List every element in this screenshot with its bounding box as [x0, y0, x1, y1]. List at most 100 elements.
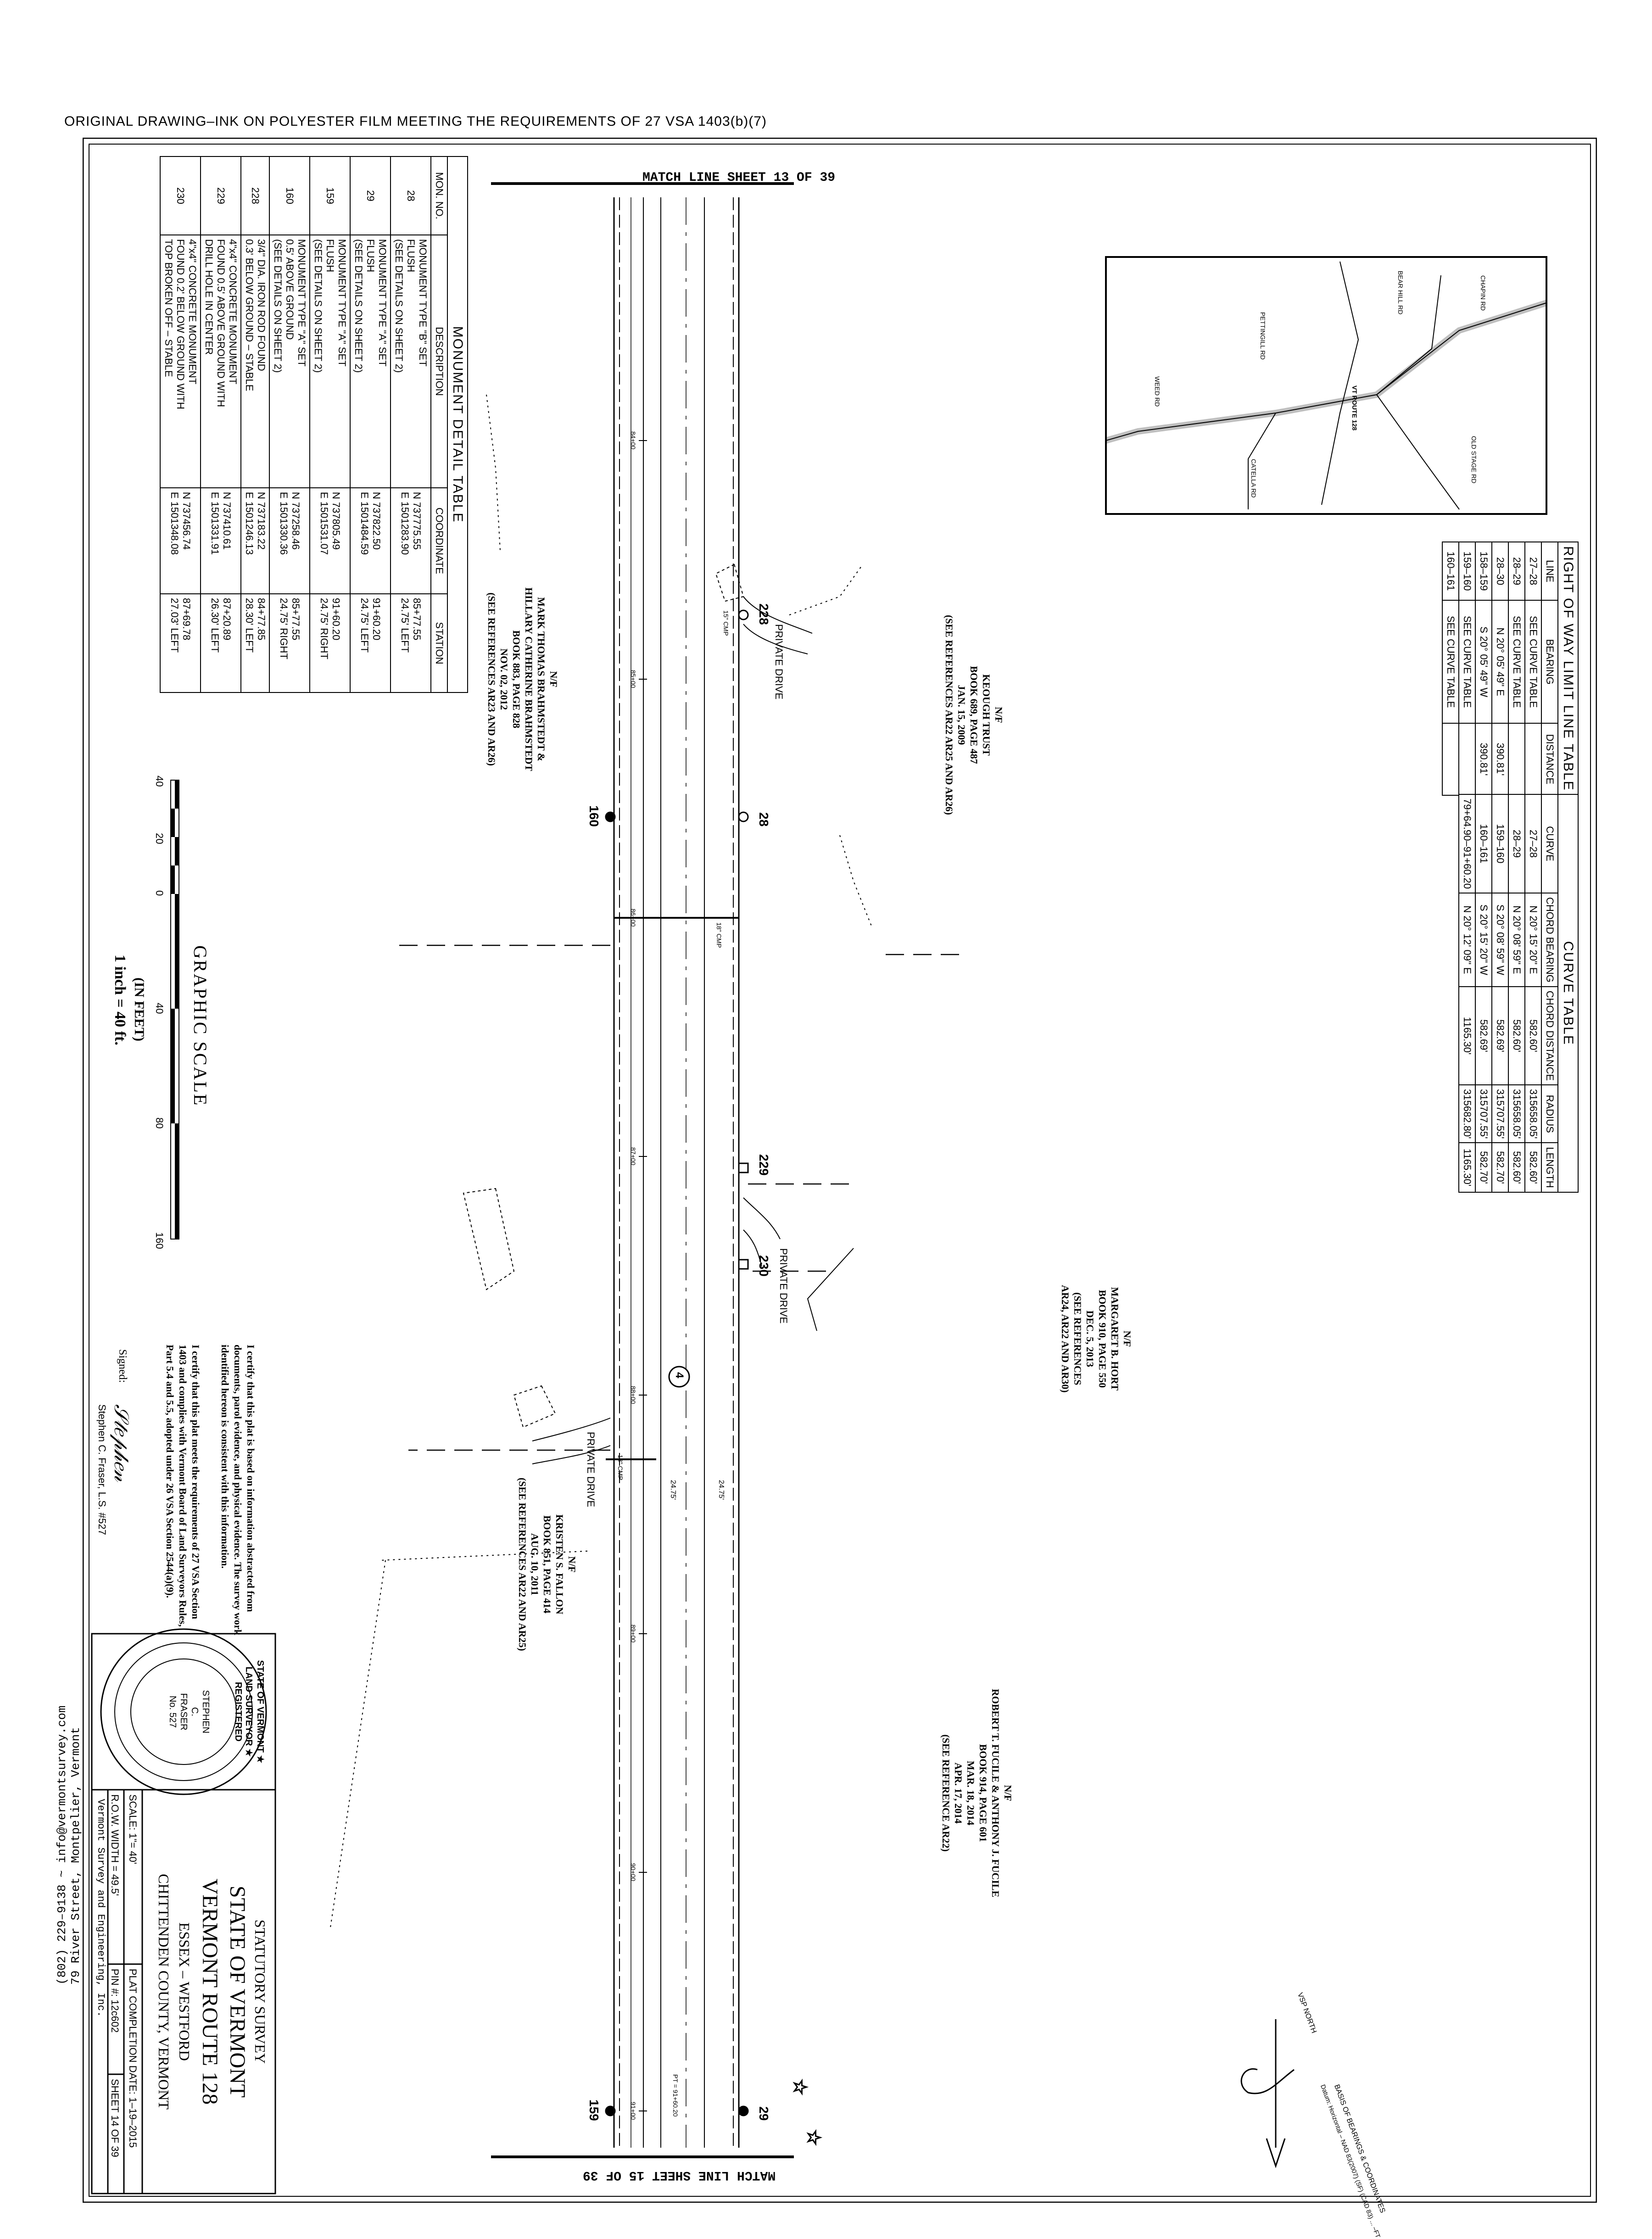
road-corridor: [613, 197, 740, 2148]
right-of-way-table: RIGHT OF WAY LIMIT LINE TABLE LINE BEARI…: [1442, 542, 1579, 796]
scale-ratio: 1 inch = 40 ft.: [112, 955, 128, 1045]
location-map-frame: [1105, 256, 1547, 515]
station-label: 87+00: [630, 1147, 637, 1166]
route-shield: [668, 1366, 690, 1388]
title-statutory-survey: STATUTORY SURVEY: [252, 1919, 268, 2064]
monuments: [605, 609, 749, 2116]
signature-icon: 𝒮𝓉𝑒𝓅𝒽𝑒𝓃: [110, 1404, 133, 1482]
title-county: CHITTENDEN COUNTY, VERMONT: [156, 1874, 172, 2110]
inner-border: [89, 144, 1591, 2197]
culvert-label: 18" CMP: [715, 922, 723, 948]
graphic-scale-title: GRAPHIC SCALE: [190, 945, 211, 1107]
station-label: 90+00: [630, 1863, 637, 1882]
map-route-label: VT ROUTE 128: [1351, 385, 1358, 431]
monument-230-label: 230: [757, 1255, 771, 1277]
culverts: [606, 917, 739, 1460]
buildings: [463, 564, 744, 1428]
title-scale: SCALE: 1"= 40': [127, 1794, 139, 1865]
boundary-lines: [395, 944, 959, 1451]
monument-230: [738, 1259, 749, 1270]
map-road-label: PETTINGILL RD: [1259, 312, 1267, 360]
scale-tick-label: 40: [154, 776, 165, 787]
title-sheet: SHEET 14 OF 39: [109, 2079, 121, 2157]
monument-228: [738, 609, 749, 620]
offset-right-label: 24.75': [669, 1480, 677, 1500]
private-drive-label: PRIVATE DRIVE: [778, 1248, 789, 1324]
route-shield-number: 4: [673, 1372, 686, 1379]
monument-28-label: 28: [757, 812, 771, 827]
monument-229-label: 229: [757, 1154, 771, 1176]
surveyor-seal: [100, 1628, 267, 1795]
monument-160-label: 160: [587, 805, 601, 827]
scale-tick-label: 0: [154, 890, 165, 896]
map-road-label: OLD STAGE RD: [1470, 436, 1478, 484]
map-road-label: CHAPIN RD: [1479, 275, 1487, 311]
graphic-scale-bar: [170, 780, 179, 1240]
fences: [330, 394, 872, 1928]
station-label: 88+00: [630, 1386, 637, 1404]
private-drives: [532, 596, 813, 1464]
scale-tick-label: 160: [154, 1232, 165, 1249]
row-table-title: RIGHT OF WAY LIMIT LINE TABLE: [1558, 542, 1578, 795]
monument-229: [738, 1162, 749, 1173]
monument-detail-table: MONUMENT DETAIL TABLE MON. NO.DESCRIPTIO…: [160, 156, 468, 693]
location-map-roads: [1105, 261, 1547, 510]
offset-left-label: 24.75': [717, 1480, 725, 1500]
title-state: STATE OF VERMONT: [225, 1886, 250, 2098]
monument-29: [738, 2105, 749, 2116]
scale-tick-label: 20: [154, 833, 165, 844]
title-route: VERMONT ROUTE 128: [198, 1878, 222, 2105]
map-road-label: CATELLA RD: [1250, 459, 1257, 498]
monument-160: [605, 811, 616, 822]
plat-drawing: ☆ ☆: [83, 138, 1597, 2203]
monument-29-label: 29: [757, 2106, 771, 2121]
station-label: 91+00: [630, 2102, 637, 2120]
title-plat-date: PLAT COMPLETION DATE: 1–19–2015: [127, 1969, 139, 2148]
polyester-film-note: ORIGINAL DRAWING–INK ON POLYESTER FILM M…: [64, 114, 767, 129]
private-drive-label: PRIVATE DRIVE: [585, 1432, 597, 1508]
match-line-left-label: MATCH LINE SHEET 13 OF 39: [642, 171, 836, 185]
star-icon: ☆: [789, 2079, 810, 2095]
scale-tick-label: 80: [154, 1117, 165, 1129]
star-icon: ☆: [803, 2129, 824, 2146]
title-row-width: R.O.W. WIDTH = 49.5': [109, 1794, 121, 1896]
signed-label: Signed:: [117, 1349, 128, 1383]
monument-159: [605, 2105, 616, 2116]
leaders: [807, 1248, 854, 1331]
private-drive-label: PRIVATE DRIVE: [773, 624, 785, 700]
certification-paragraph-1: I certify that this plat is based on inf…: [219, 1345, 257, 1635]
scale-tick-label: 40: [154, 1003, 165, 1014]
firm-name: Vermont Survey and Engineering, Inc.: [95, 1799, 106, 2017]
culvert-label: 18" CMP: [617, 1455, 624, 1480]
title-pin: PIN #: 12c602: [109, 1969, 121, 2033]
match-line-right-label: MATCH LINE SHEET 15 OF 39: [582, 2168, 776, 2182]
station-label: 89+00: [630, 1625, 637, 1643]
firm-address: 79 River Street, Montpelier, Vermont: [69, 1727, 83, 1985]
curve-table-title: CURVE TABLE: [1558, 794, 1578, 1192]
firm-contact: (802) 229–9138 ~ info@vermontsurvey.com: [55, 1705, 69, 1985]
surveyor-name: Stephen C. Fraser, L.S. #527: [96, 1404, 108, 1535]
monument-table-title: MONUMENT DETAIL TABLE: [447, 156, 468, 692]
map-road-label: WEED RD: [1154, 376, 1161, 407]
map-road-label: BEAR HILL RD: [1397, 271, 1404, 315]
